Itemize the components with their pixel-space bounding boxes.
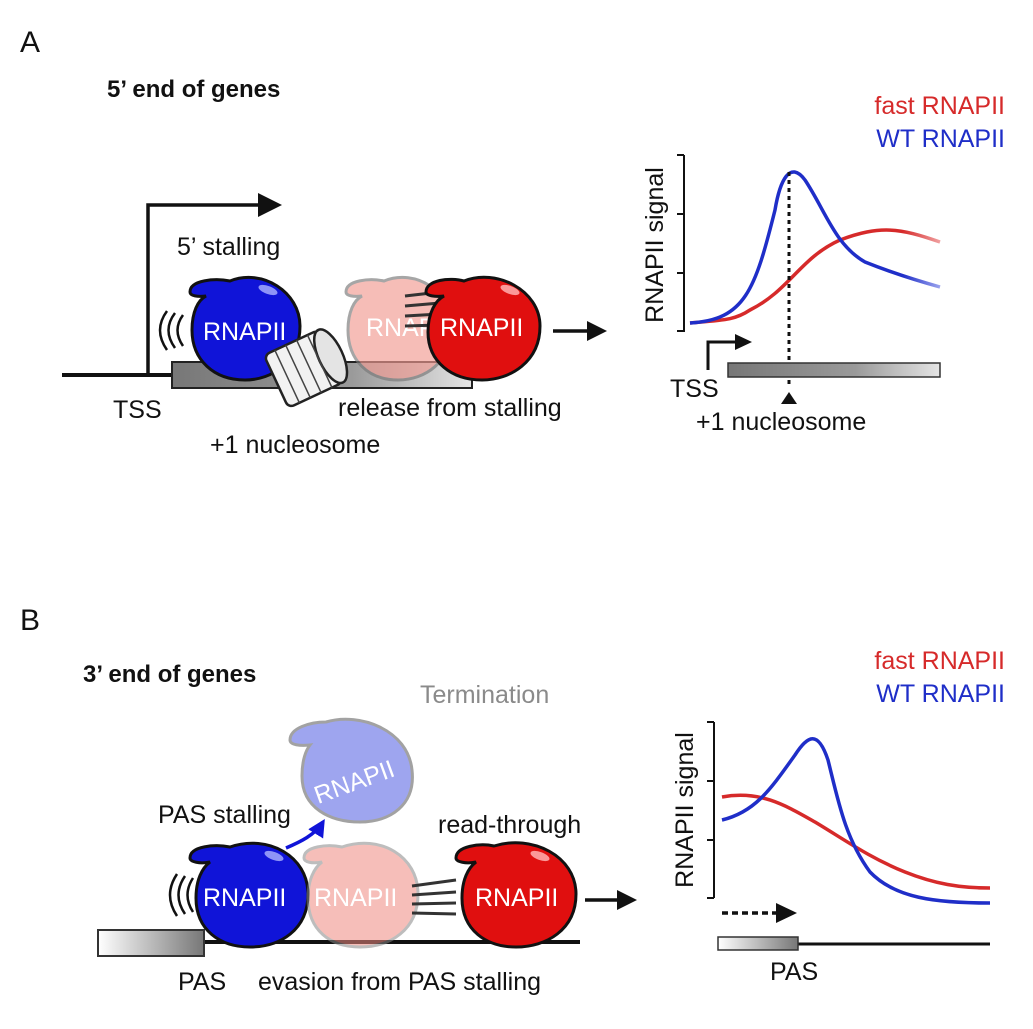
step-arrowhead-b <box>617 890 637 910</box>
plot-gene-body-a <box>727 362 941 378</box>
rnapii-label: RNAPII <box>203 318 286 346</box>
tss-bent-arrow-icon <box>146 203 262 375</box>
nucleosome-marker-icon <box>781 392 797 404</box>
panel-b-letter: B <box>20 604 40 637</box>
nucleosome-cylinder-icon <box>264 328 349 408</box>
plot-b: fast RNAPII WT RNAPII RNAPII signal PAS <box>671 647 1005 986</box>
pas-label: PAS <box>178 968 226 996</box>
plot-nucleosome-label: +1 nucleosome <box>696 408 866 436</box>
rnapii-label: RNAPII <box>440 314 523 342</box>
rnapii-faded-b: RNAPII <box>302 841 420 949</box>
rnapii-stalled-b: RNAPII <box>188 841 310 949</box>
rnapii-label: RNAPII <box>475 884 558 912</box>
nucleosome-label: +1 nucleosome <box>210 431 380 459</box>
readthrough-arrowhead-icon <box>776 903 797 923</box>
pas-region <box>97 929 205 957</box>
fast-curve-b <box>721 793 991 890</box>
pas-stalling-label: PAS stalling <box>158 801 291 829</box>
tss-arrowhead-icon <box>258 193 282 217</box>
vibration-icon <box>168 873 195 917</box>
termination-arrow-icon <box>285 819 325 850</box>
legend-wt-a: WT RNAPII <box>876 125 1005 153</box>
rnapii-moving-b: RNAPII <box>454 841 578 949</box>
plot-pas-label: PAS <box>770 958 818 986</box>
legend-fast-a: fast RNAPII <box>874 92 1005 120</box>
rnapii-label: RNAPII <box>203 884 286 912</box>
readthrough-label: read-through <box>438 811 581 839</box>
vibration-icon <box>158 310 185 351</box>
rnapii-label: RNAPII <box>314 884 397 912</box>
plot-tss-arrow-icon <box>706 340 738 370</box>
rnapii-terminated-b: RNAPII <box>288 717 414 824</box>
plot-tss-label: TSS <box>670 375 719 403</box>
plot-tss-arrowhead-icon <box>735 334 752 350</box>
plot-a: fast RNAPII WT RNAPII RNAPII signal TSS … <box>641 92 1005 436</box>
legend-wt-b: WT RNAPII <box>876 680 1005 708</box>
tss-label: TSS <box>113 396 162 424</box>
stalling-label: 5’ stalling <box>177 233 280 261</box>
motion-lines-icon <box>411 878 457 916</box>
wt-curve-b <box>721 737 991 905</box>
plot-pas-region <box>717 936 799 951</box>
step-arrowhead-a <box>587 321 607 341</box>
termination-label: Termination <box>420 681 549 709</box>
wt-curve-a <box>689 170 941 325</box>
panel-b-title: 3’ end of genes <box>83 661 256 688</box>
fast-curve-a <box>689 228 941 325</box>
rnapii-moving-a: RNAPII <box>424 275 542 382</box>
evasion-label: evasion from PAS stalling <box>258 968 541 996</box>
legend-fast-b: fast RNAPII <box>874 647 1005 675</box>
panel-a-letter: A <box>20 26 40 59</box>
ylabel-a: RNAPII signal <box>641 167 669 323</box>
panel-a-title: 5’ end of genes <box>107 76 280 103</box>
ylabel-b: RNAPII signal <box>671 732 699 888</box>
release-label: release from stalling <box>338 394 562 422</box>
